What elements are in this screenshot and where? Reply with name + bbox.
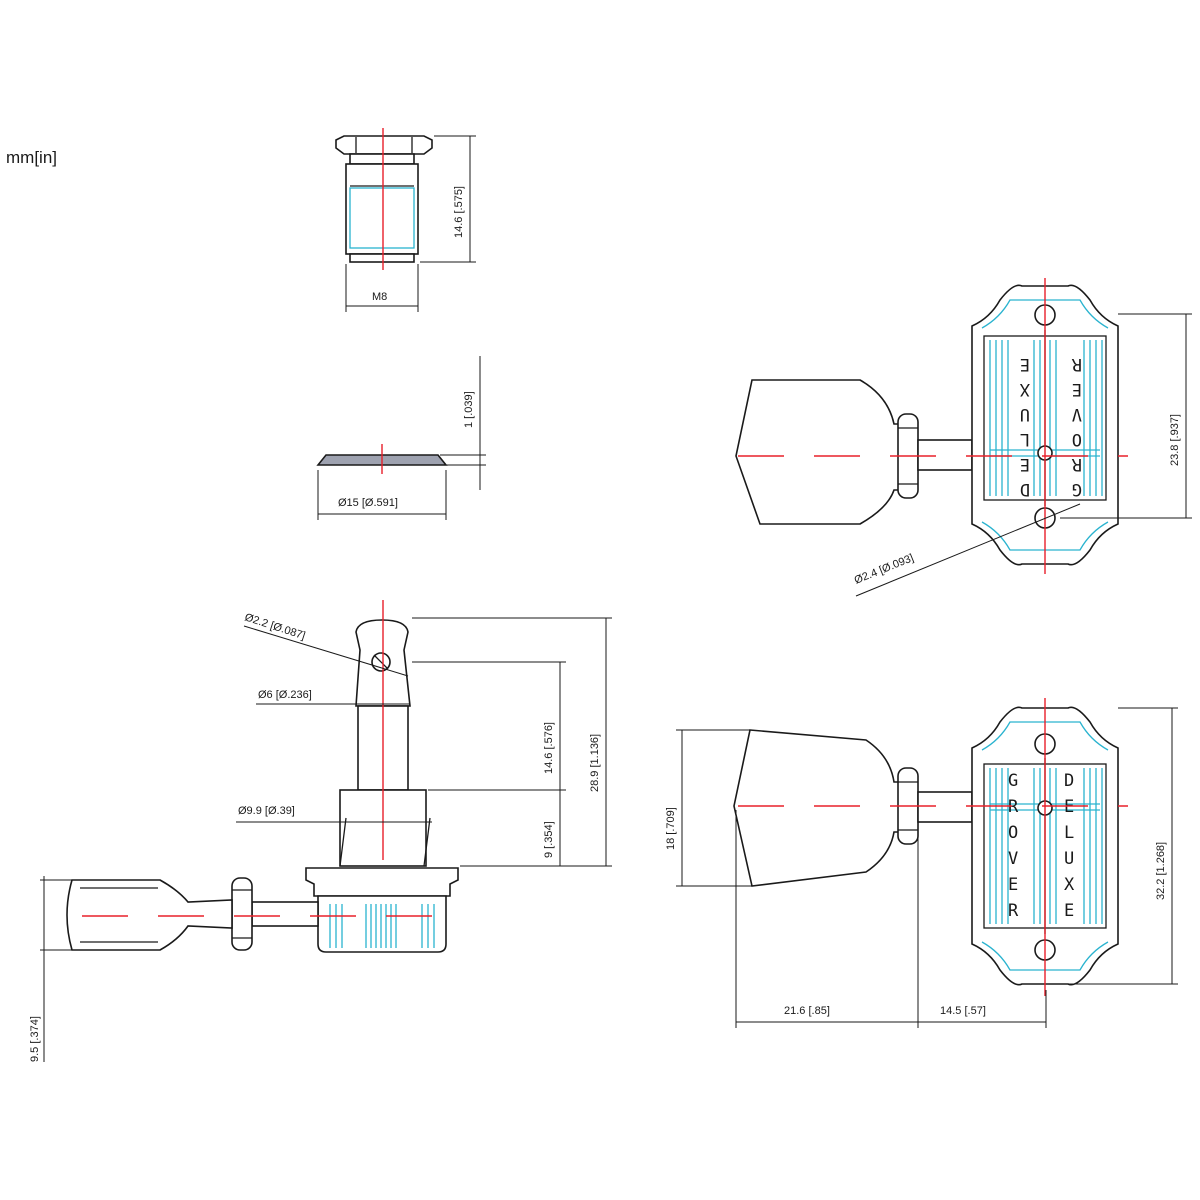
front-brand-letter: R (1008, 797, 1019, 817)
washer-view: Ø15 [Ø.591] 1 [.039] (316, 356, 486, 520)
rear-brand-letter: E (1020, 354, 1030, 374)
rear-brand-letter: E (1020, 454, 1030, 474)
front-brand-letter: X (1064, 875, 1075, 895)
front-view: G R O V E R D E L U X E 32.2 [1.268] 18 … (665, 698, 1178, 1028)
side-collar-height-label: 9 [.354] (543, 821, 555, 858)
front-button-length-label: 21.6 [.85] (784, 1005, 830, 1017)
front-brand-letter: L (1064, 823, 1074, 843)
rear-brand-letter: R (1071, 454, 1082, 474)
rear-hole-dia-label: Ø2.4 [Ø.093] (853, 552, 916, 587)
rear-brand-letter: L (1020, 429, 1030, 449)
front-brand-letter: E (1008, 875, 1018, 895)
front-brand-letter: E (1064, 901, 1074, 921)
side-hole-dia-label: Ø2.2 [Ø.087] (243, 611, 307, 642)
side-post-dia-label: Ø6 [Ø.236] (258, 689, 312, 701)
bushing-view: 14.6 [.575] M8 (335, 128, 476, 312)
front-brand-letter: E (1064, 797, 1074, 817)
rear-width-label: 23.8 [.937] (1169, 414, 1181, 466)
side-total-height-label: 28.9 [1.136] (589, 734, 601, 792)
rear-brand: D E L U X E G R O V E R (1019, 354, 1082, 499)
rear-brand-letter: U (1020, 404, 1030, 424)
front-brand-letter: D (1064, 771, 1074, 791)
front-brand-letter: V (1008, 849, 1018, 869)
bushing-thread-label: M8 (372, 291, 387, 303)
front-brand-letter: R (1008, 901, 1019, 921)
rear-brand-letter: X (1019, 379, 1030, 399)
side-view: Ø2.2 [Ø.087] Ø6 [Ø.236] Ø9.9 [Ø.39] 14.6… (29, 600, 612, 1062)
units-label: mm[in] (6, 148, 57, 167)
side-collar-dia-label: Ø9.9 [Ø.39] (238, 805, 295, 817)
front-height-label: 32.2 [1.268] (1155, 842, 1167, 900)
front-brand-letter: G (1008, 771, 1018, 791)
rear-brand-letter: V (1072, 404, 1082, 424)
front-brand-letter: U (1064, 849, 1074, 869)
front-shaft-length-label: 14.5 [.57] (940, 1005, 986, 1017)
bushing-height-label: 14.6 [.575] (453, 186, 465, 238)
rear-brand-letter: E (1072, 379, 1082, 399)
side-hole-to-base-label: 14.6 [.576] (543, 722, 555, 774)
rear-brand-letter: R (1071, 354, 1082, 374)
rear-brand-letter: D (1020, 479, 1030, 499)
washer-diameter-label: Ø15 [Ø.591] (338, 497, 398, 509)
front-brand: G R O V E R D E L U X E (1008, 771, 1075, 921)
rear-view: D E L U X E G R O V E R 23.8 [.937] Ø2.4… (735, 278, 1192, 597)
rear-brand-letter: G (1072, 479, 1082, 499)
washer-thickness-label: 1 [.039] (463, 391, 475, 428)
front-button-width-label: 18 [.709] (665, 807, 677, 850)
side-button-offset-label: 9.5 [.374] (29, 1016, 41, 1062)
rear-brand-letter: O (1072, 429, 1082, 449)
front-brand-letter: O (1008, 823, 1018, 843)
